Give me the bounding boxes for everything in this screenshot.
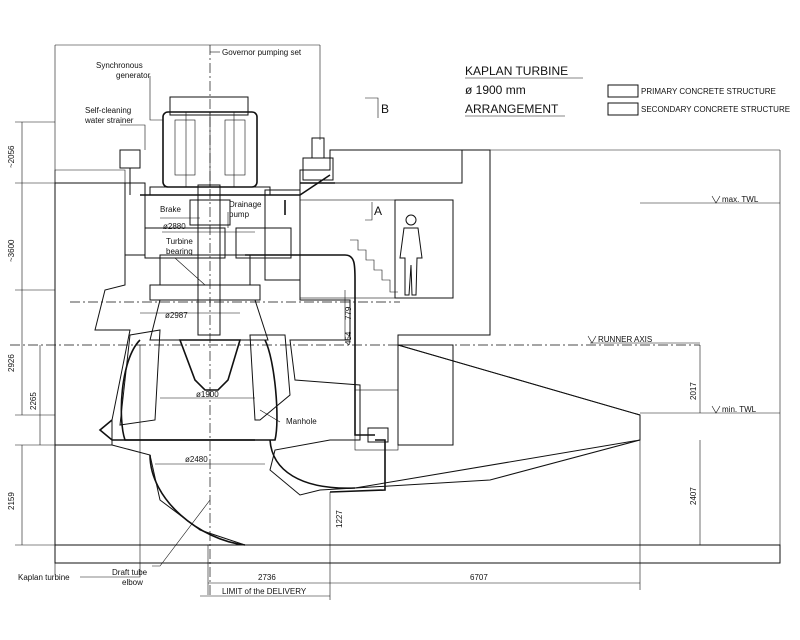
label-generator-1: Synchronous (96, 61, 143, 70)
dim-d2480: ø2480 (185, 455, 208, 464)
dim-v2926: 2926 (7, 354, 16, 372)
label-section-a: A (374, 204, 382, 218)
shaft (144, 184, 292, 336)
title-line-2: ø 1900 mm (465, 83, 526, 97)
person-figure (399, 214, 423, 296)
dim-v2407: 2407 (689, 487, 698, 505)
label-elbow-2: elbow (122, 578, 143, 587)
label-section-b: B (381, 102, 389, 116)
chambers (299, 199, 454, 451)
kaplan-turbine (120, 254, 278, 441)
label-strainer-1: Self-cleaning (85, 106, 131, 115)
dim-v2056: ~2056 (7, 145, 16, 168)
level-lines (15, 121, 780, 546)
title-block: KAPLAN TURBINE ø 1900 mm ARRANGEMENT (465, 64, 583, 117)
label-bearing-2: bearing (166, 247, 193, 256)
dim-v454: 454 (344, 331, 353, 345)
label-min-twl: min. TWL (722, 405, 757, 414)
label-brake: Brake (160, 205, 181, 214)
dim-d1900: ø1900 (196, 390, 219, 399)
dim-h6707: 6707 (470, 573, 488, 582)
label-drainage-1: Drainage (229, 200, 262, 209)
label-bearing-1: Turbine (166, 237, 193, 246)
legend-swatch-secondary (607, 102, 639, 116)
manhole-valve (367, 427, 389, 443)
dim-v2017: 2017 (689, 382, 698, 400)
label-elbow-1: Draft tube (112, 568, 148, 577)
labels: Governor pumping set Synchronous generat… (18, 48, 759, 596)
label-kaplan: Kaplan turbine (18, 573, 70, 582)
dim-v779: 779 (344, 306, 353, 320)
draft-tube (149, 344, 641, 546)
centerlines (10, 44, 781, 595)
leader-lines (80, 51, 379, 578)
water-strainer (119, 149, 141, 195)
dim-v2159: 2159 (7, 492, 16, 510)
label-manhole: Manhole (286, 417, 317, 426)
label-strainer-2: water strainer (84, 116, 134, 125)
label-max-twl: max. TWL (722, 195, 759, 204)
label-runner-axis: RUNNER AXIS (598, 335, 652, 344)
dimension-texts: ø2880 ø2987 ø1900 ø2480 2736 6707 ~2056 … (7, 145, 698, 582)
stairs (350, 239, 398, 293)
dim-v2265: 2265 (29, 392, 38, 410)
label-limit-delivery: LIMIT of the DELIVERY (222, 587, 307, 596)
title-line-1: KAPLAN TURBINE (465, 64, 568, 78)
dim-d2880: ø2880 (163, 222, 186, 231)
label-generator-2: generator (116, 71, 151, 80)
label-governor: Governor pumping set (222, 48, 302, 57)
dim-v1227: 1227 (335, 510, 344, 528)
legend-secondary-label: SECONDARY CONCRETE STRUCTURE (641, 105, 790, 114)
title-line-3: ARRANGEMENT (465, 102, 559, 116)
legend-primary-label: PRIMARY CONCRETE STRUCTURE (641, 87, 776, 96)
label-drainage-2: pump (229, 210, 250, 219)
pipework (98, 174, 386, 493)
dim-d2987: ø2987 (165, 311, 188, 320)
dim-v3600: ~3600 (7, 239, 16, 262)
dimension-lines (21, 122, 701, 600)
dim-h2736: 2736 (258, 573, 276, 582)
legend-swatch-primary (607, 84, 639, 98)
legend: PRIMARY CONCRETE STRUCTURE SECONDARY CON… (607, 84, 790, 116)
